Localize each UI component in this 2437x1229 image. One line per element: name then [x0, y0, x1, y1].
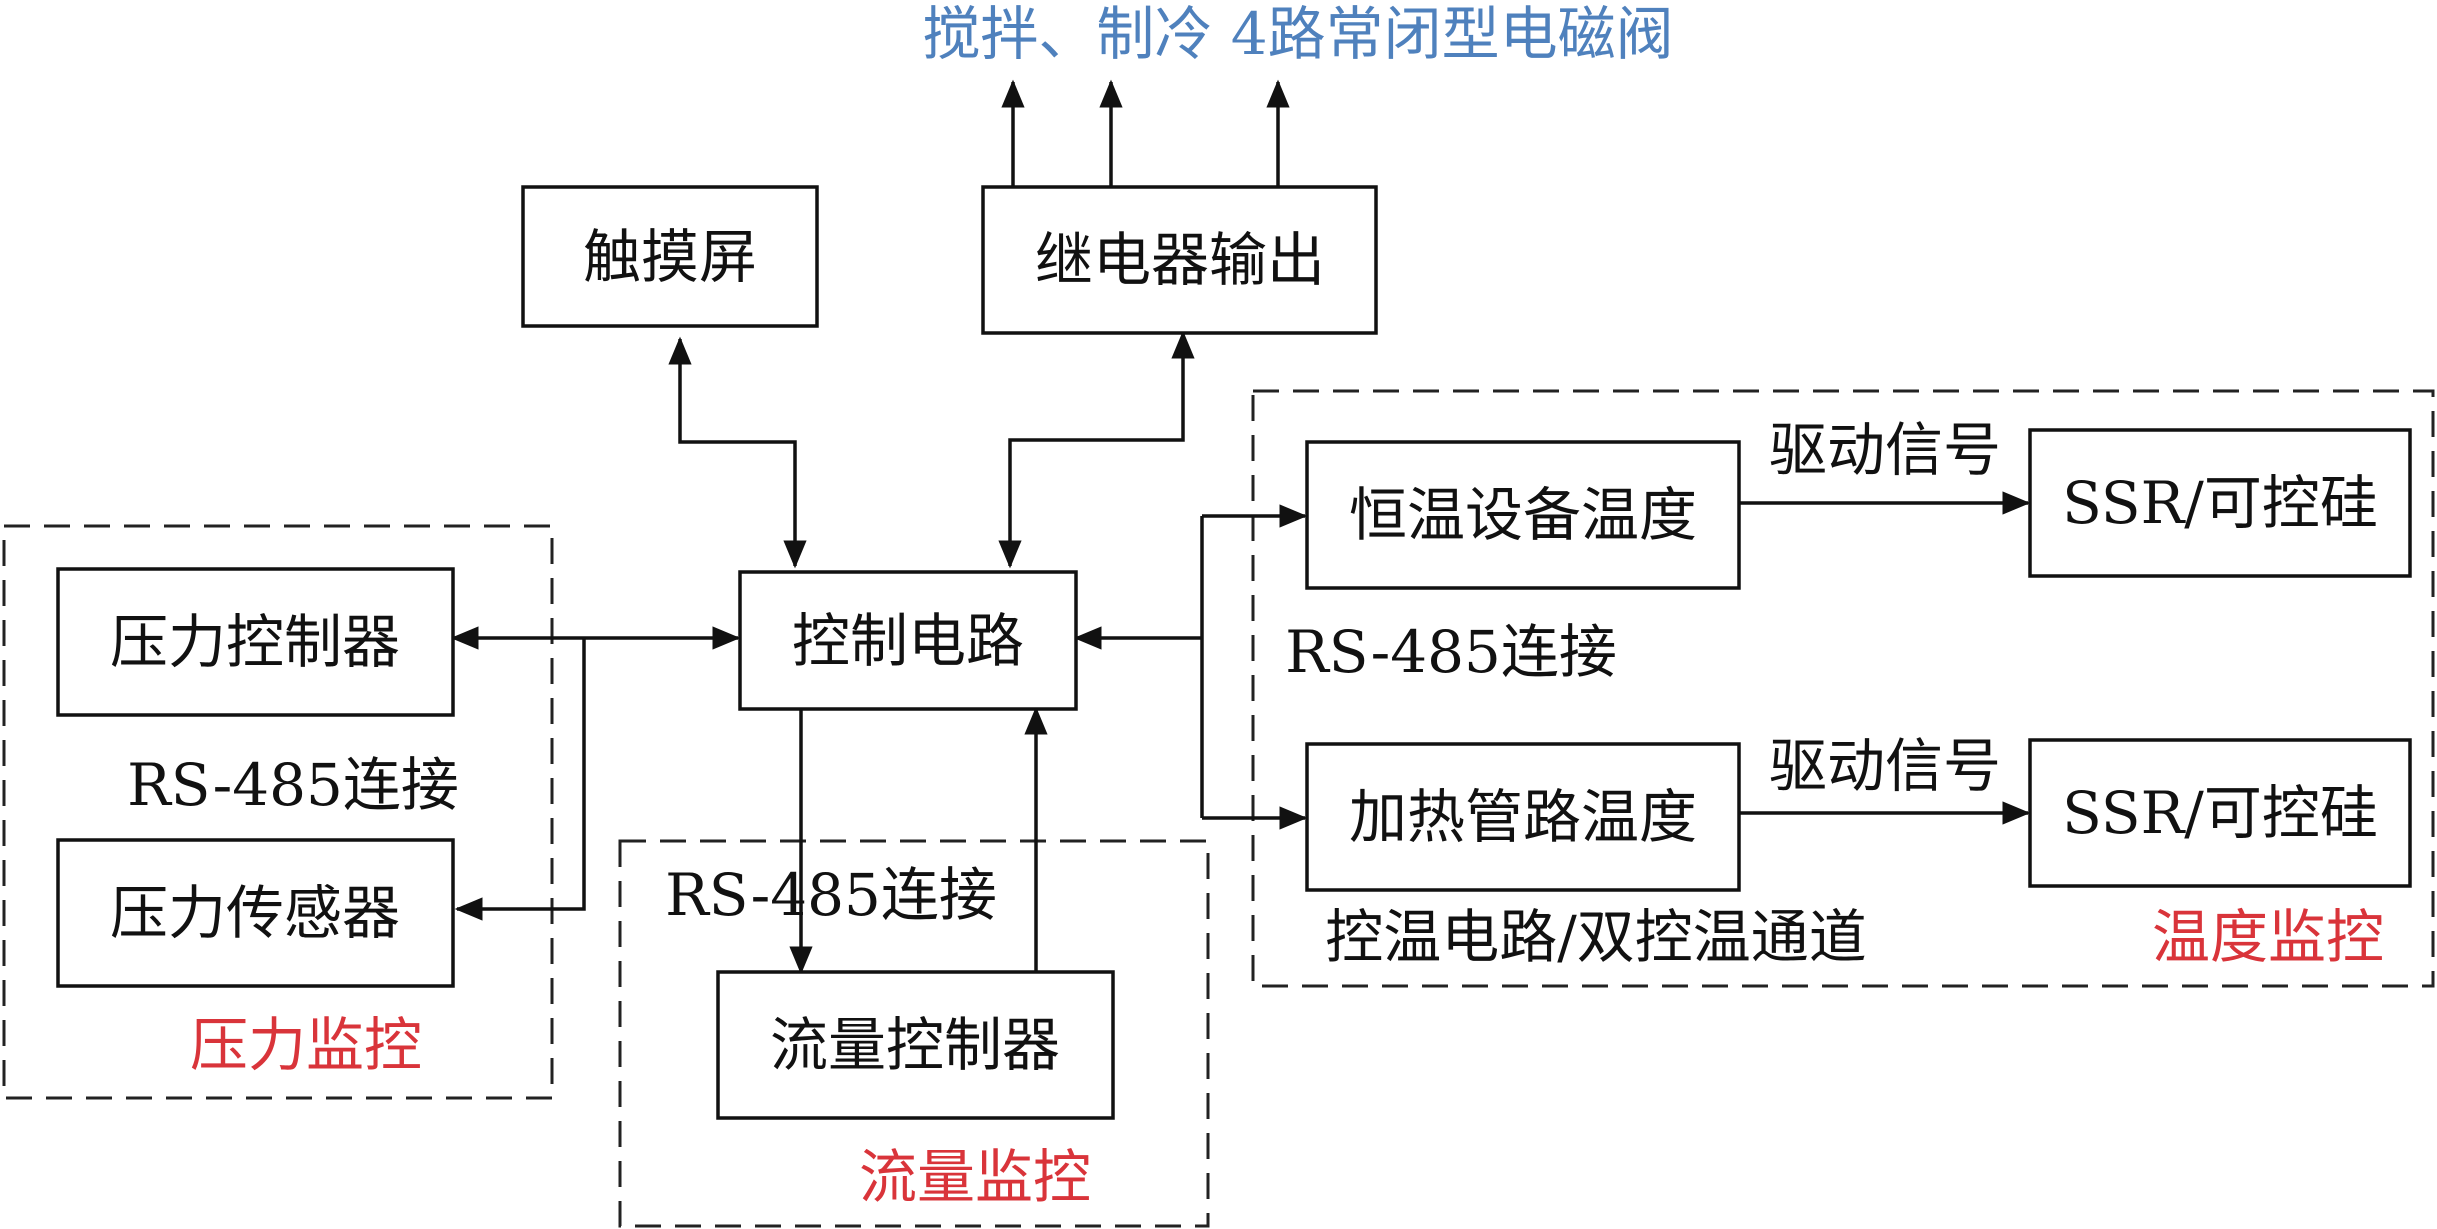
temperature-group-boundary [1251, 389, 2435, 988]
ssr-label-1: SSR/可控硅 [2062, 469, 2378, 537]
flow-controller-box [716, 970, 1115, 1120]
rs485-pressure-label: RS-485连接 [127, 751, 459, 819]
touchscreen-box [521, 185, 819, 328]
touchscreen-link [668, 336, 807, 569]
drive-signal-label-2: 驱动信号 [1769, 732, 2001, 800]
drive-signal-label-1: 驱动信号 [1769, 416, 2001, 484]
title-label: 搅拌、制冷 4路常闭型电磁阀 [922, 0, 1673, 68]
thermostat-temp-label: 恒温设备温度 [1349, 481, 1697, 549]
heating-pipe-temp-label: 加热管路温度 [1349, 783, 1697, 851]
pressure-sensor-link [454, 638, 586, 921]
flow-group-label: 流量监控 [859, 1143, 1091, 1211]
pressure-controller-label: 压力控制器 [110, 608, 400, 676]
pressure-controller-box [56, 567, 455, 717]
pressure-group-label: 压力监控 [190, 1011, 422, 1079]
temperature-group-label: 温度监控 [2152, 903, 2384, 971]
ssr-box-2 [2028, 738, 2412, 888]
relay-link [998, 330, 1195, 569]
ssr-box-1 [2028, 428, 2412, 578]
pressure-sensor-box [56, 838, 455, 988]
relay-output-box [981, 185, 1378, 335]
thermostat-temp-box [1305, 440, 1741, 590]
pressure-sensor-label: 压力传感器 [110, 879, 400, 947]
flow-group-boundary [618, 839, 1210, 1228]
temp-circuit-label: 控温电路/双控温通道 [1325, 903, 1867, 971]
rs485-temp-label: RS-485连接 [1285, 618, 1617, 686]
ssr-label-2: SSR/可控硅 [2062, 779, 2378, 847]
relay-output-label: 继电器输出 [1035, 226, 1325, 294]
touchscreen-label: 触摸屏 [583, 223, 757, 291]
rs485-flow-label: RS-485连接 [665, 861, 997, 929]
control-circuit-box [738, 570, 1078, 711]
heating-pipe-temp-box [1305, 742, 1741, 892]
flow-controller-label: 流量控制器 [770, 1011, 1060, 1079]
control-circuit-label: 控制电路 [792, 607, 1024, 675]
